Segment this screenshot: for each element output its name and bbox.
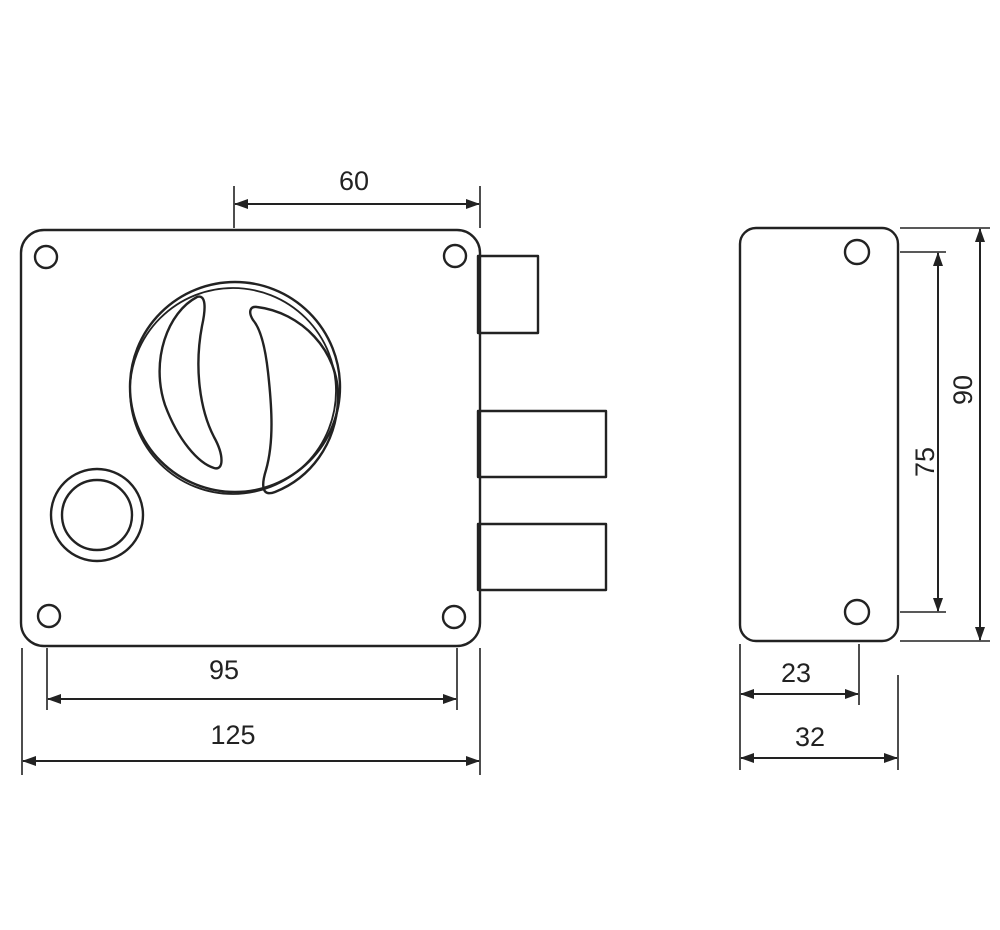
lock-body-plate: [19, 228, 482, 648]
knob-grip-left: [158, 295, 223, 470]
knob: [128, 280, 342, 495]
screw-hole-top-left: [33, 244, 59, 270]
side-body: [738, 226, 900, 643]
dimension-side-inner-height: 75: [900, 251, 946, 613]
key-cylinder: [49, 467, 145, 563]
upper-latch-bolt: [476, 254, 540, 335]
side-screw-hole-bottom: [843, 598, 871, 626]
dimension-label-overall-width: 125: [210, 720, 255, 750]
dimension-side-inner-width: 23: [739, 644, 860, 705]
dimension-inner-width: 95: [46, 648, 458, 710]
dimension-overall-width: 125: [21, 648, 481, 775]
side-screw-hole-top: [843, 238, 871, 266]
dimension-label-side-inner-height: 75: [910, 447, 940, 477]
screw-hole-bottom-left: [36, 603, 62, 629]
front-view: [19, 228, 608, 648]
middle-deadbolt: [476, 409, 608, 479]
dimension-side-overall-height: 90: [900, 227, 990, 642]
dimension-top-width: 60: [233, 166, 481, 228]
dimension-side-overall-width: 32: [739, 675, 899, 770]
dimension-label-side-inner-width: 23: [781, 658, 811, 688]
side-view: [738, 226, 900, 643]
dimension-label-top-width: 60: [339, 166, 369, 196]
lower-deadbolt: [476, 522, 608, 592]
dimension-label-side-overall-height: 90: [948, 375, 978, 405]
knob-grip-right: [249, 305, 340, 495]
screw-hole-bottom-right: [441, 604, 467, 630]
screw-hole-top-right: [442, 243, 468, 269]
dimension-label-inner-width: 95: [209, 655, 239, 685]
dimension-label-side-overall-width: 32: [795, 722, 825, 752]
